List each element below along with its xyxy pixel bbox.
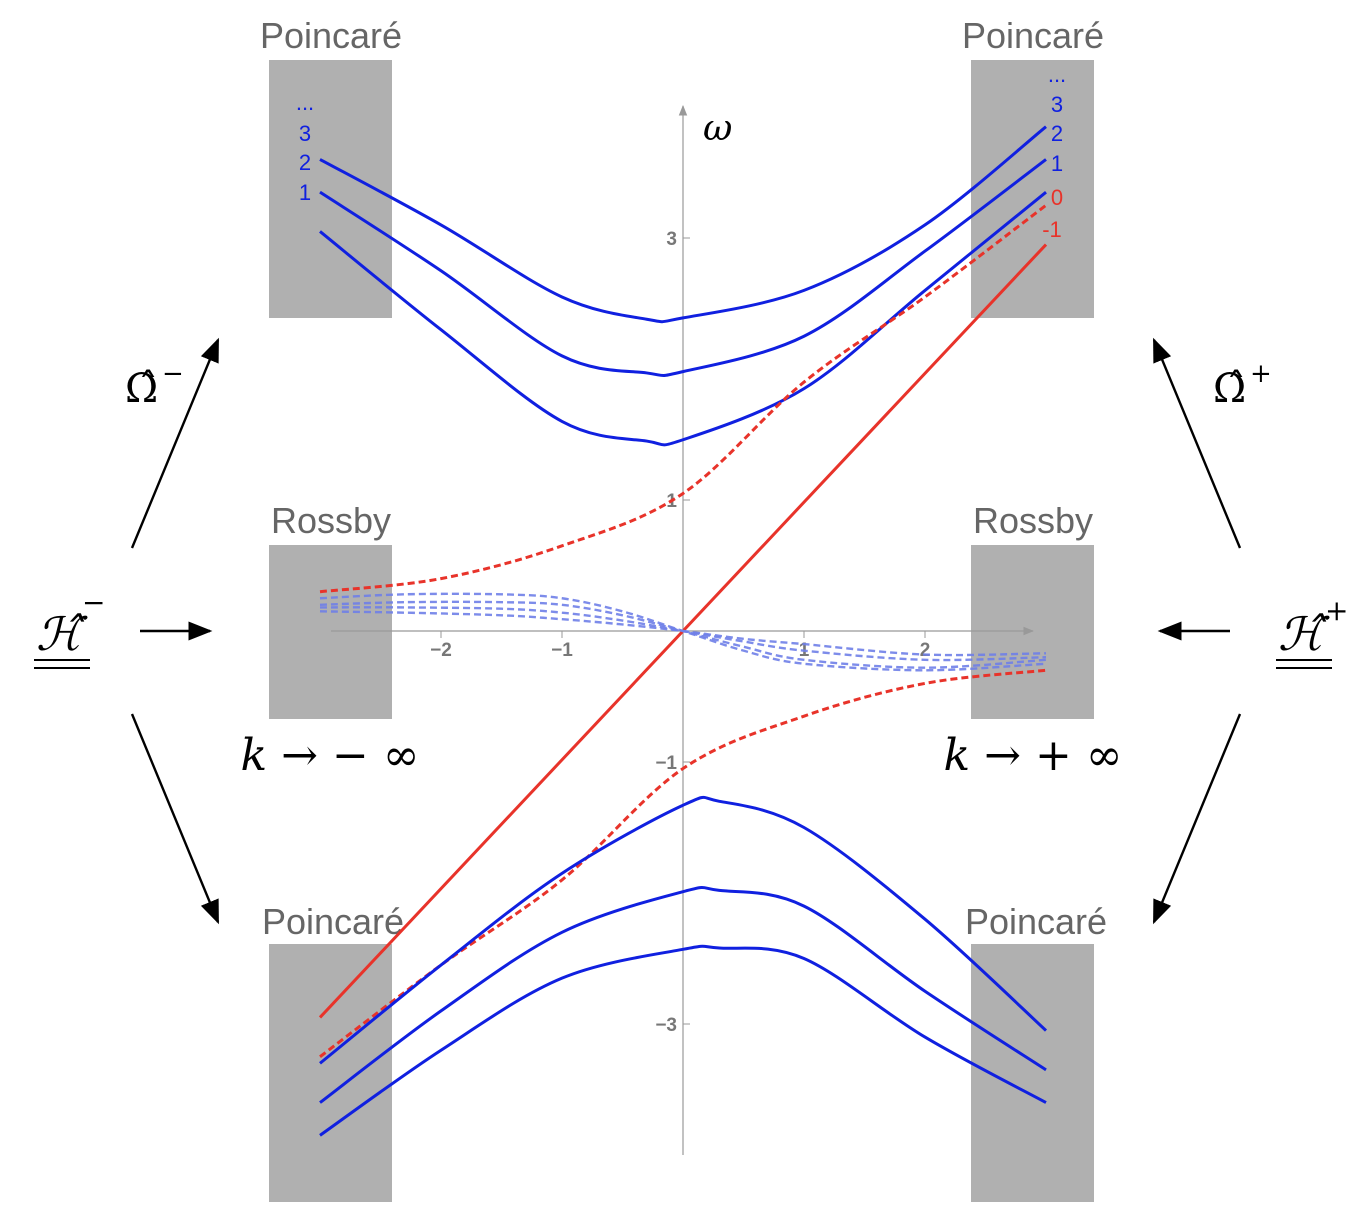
rossby-region-left [269,545,392,719]
mode-label: 0 [1051,185,1063,210]
poincare-label-bottom-left: Poincaré [262,901,404,942]
rossby-region-right [971,545,1094,719]
dispersion-curves [318,125,1048,1137]
curve-solid-blue-11 [319,886,1047,1104]
omega-minus-operator: Ω̂ − [125,359,184,412]
curve-solid-blue-2 [319,190,1047,447]
curve-solid-blue-10 [319,795,1048,1065]
curve-solid-blue-1 [319,158,1047,378]
poincare-region-top-right [971,60,1094,318]
mode-label: 2 [1051,121,1063,146]
rossby-label-right: Rossby [973,500,1093,541]
arrow-h-plus-to-poincare-top [1152,337,1242,549]
limit-label-left: k → − ∞ [240,730,419,781]
h-plus-symbol: ℋ̂ [1278,607,1330,661]
limit-label-right: k → + ∞ [943,730,1122,781]
h-plus-superscript: + [1325,594,1348,627]
arrow-h-minus-to-poincare-bottom [130,713,220,925]
curve-dashed-blue-6 [319,592,1047,672]
mode-labels-right: ... 3 2 1 0 -1 [1042,62,1066,242]
curve-solid-blue-0 [319,125,1047,324]
x-tick-label: −1 [551,640,573,661]
y-tick-label: 3 [666,229,677,250]
mode-label: ... [1048,62,1066,87]
curve-dashed-blue-7 [319,600,1047,669]
curve-solid-blue-12 [319,944,1047,1137]
poincare-region-bottom-left [269,944,392,1202]
h-minus-superscript: − [82,586,105,619]
arrow-h-minus-to-poincare-top [130,337,220,549]
y-tick-label: −3 [655,1015,677,1036]
omega-minus-symbol: Ω̂ [125,366,158,412]
y-axis-label: ω [703,108,732,149]
omega-plus-operator: Ω̂ + [1213,359,1272,412]
x-tick-label: 2 [920,640,931,661]
poincare-label-bottom-right: Poincaré [965,901,1107,942]
mode-label: ... [296,90,314,115]
omega-plus-superscript: + [1250,359,1272,389]
mode-label: 1 [299,180,311,205]
omega-plus-symbol: Ω̂ [1213,366,1246,412]
poincare-label-top-left: Poincaré [260,15,402,56]
mode-label: 2 [299,150,311,175]
y-tick-label: −1 [655,753,677,774]
rossby-label-left: Rossby [271,500,391,541]
mode-labels-left: ... 3 2 1 [296,90,314,205]
curve-dashed-blue-8 [319,606,1047,662]
x-tick-label: −2 [430,640,452,661]
h-minus-symbol: ℋ̂ [36,607,88,661]
mode-label: 3 [1051,92,1063,117]
mode-label: 3 [299,121,311,146]
mode-label: -1 [1042,217,1062,242]
h-plus-operator: ℋ̂ + [1276,594,1348,669]
curve-dashed-red-4 [319,204,1047,594]
omega-minus-superscript: − [162,359,184,389]
curve-dashed-blue-9 [319,610,1047,657]
arrow-h-plus-to-poincare-bottom [1152,713,1242,925]
poincare-label-top-right: Poincaré [962,15,1104,56]
h-minus-operator: ℋ̂ − [34,586,105,669]
mode-label: 1 [1051,151,1063,176]
